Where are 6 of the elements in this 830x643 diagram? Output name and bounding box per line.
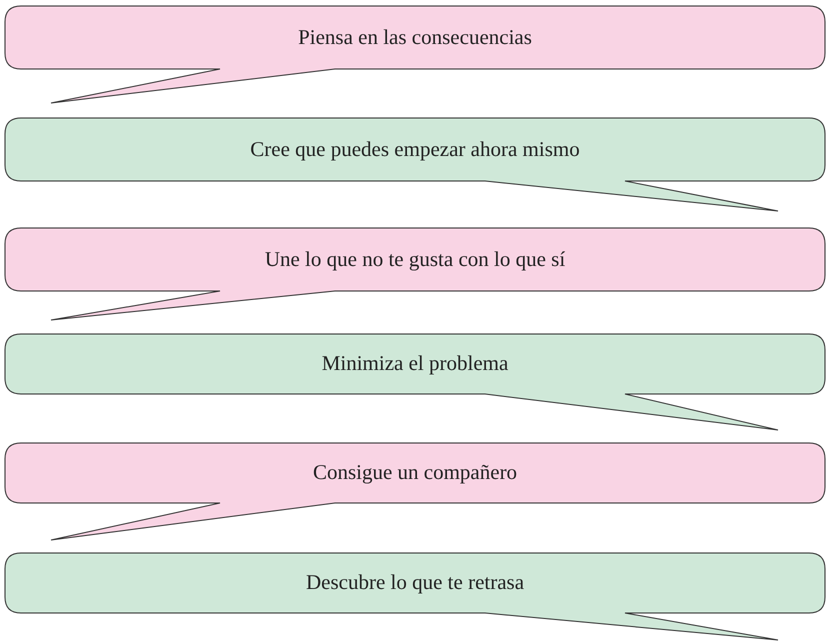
bubble-text: Cree que puedes empezar ahora mismo <box>250 136 580 162</box>
bubble-text: Minimiza el problema <box>322 351 508 376</box>
bubble-text: Piensa en las consecuencias <box>298 24 532 50</box>
bubble-text: Consigue un compañero <box>312 460 518 485</box>
bubble-text: Une lo que no te gusta con lo que sí <box>264 246 566 272</box>
bubble-text: Descubre lo que te retrasa <box>306 570 524 595</box>
